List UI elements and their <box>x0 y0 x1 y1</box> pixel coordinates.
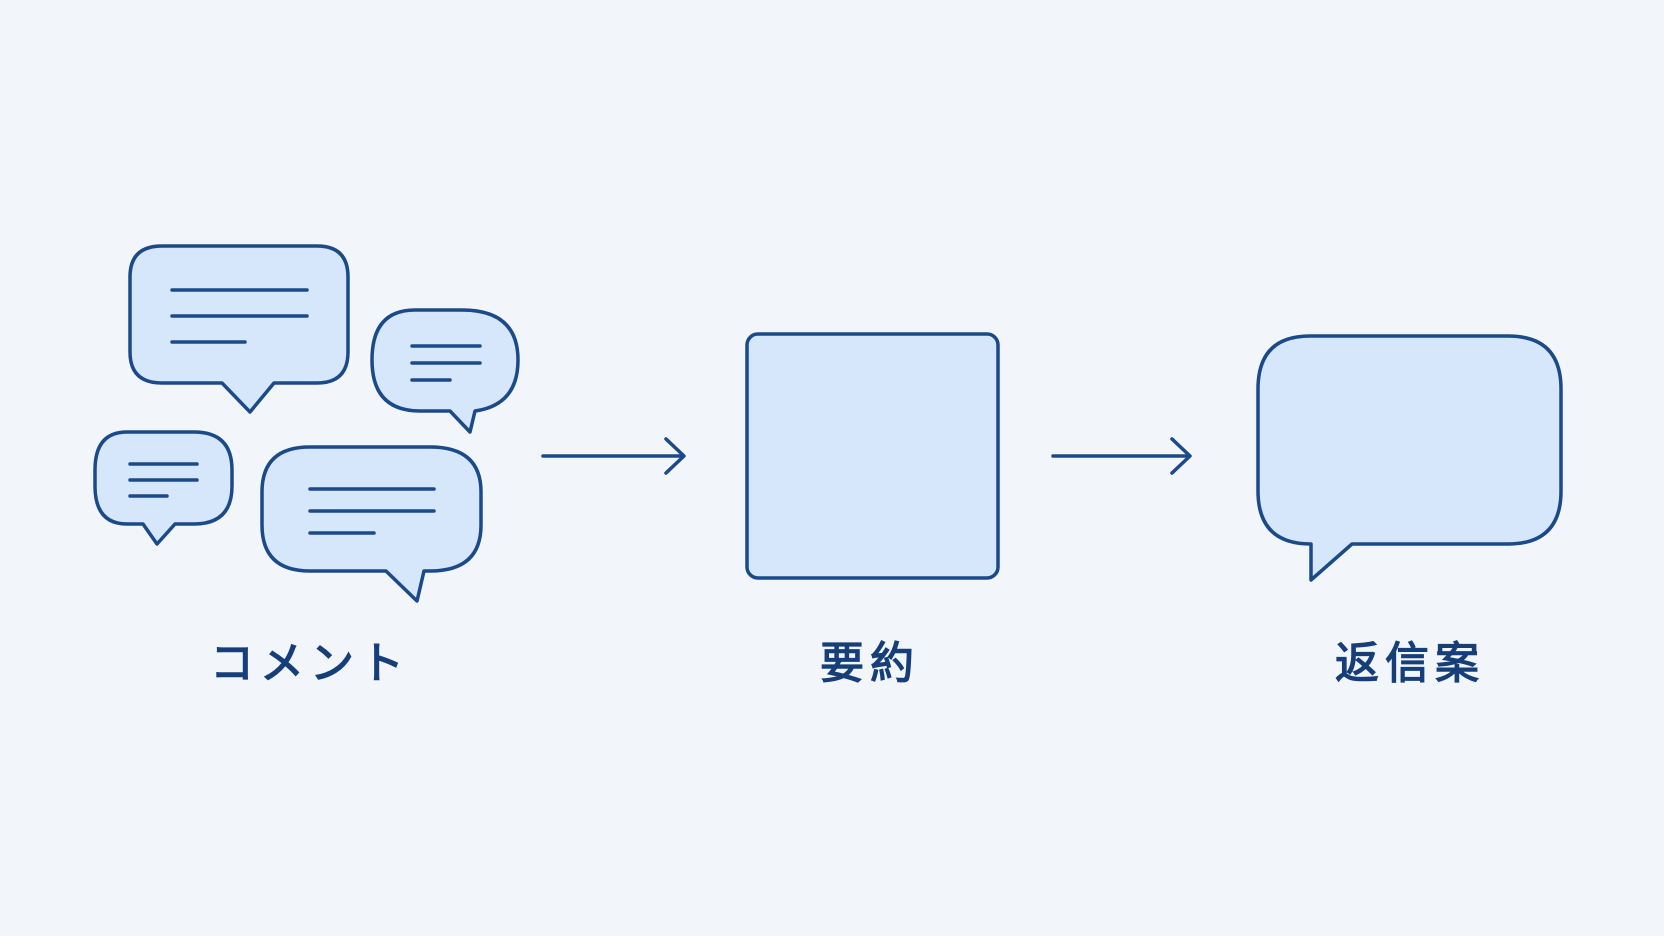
arrow-right-icon <box>1051 437 1192 475</box>
summary-box-icon <box>745 332 1000 580</box>
arrow-right-icon <box>541 437 686 475</box>
comment-bubble-1 <box>128 244 350 414</box>
speech-bubbles-icon <box>93 244 520 603</box>
comment-bubble-2 <box>370 308 520 434</box>
comment-bubble-3 <box>93 430 234 546</box>
step-label-reply: 返信案 <box>1335 638 1485 689</box>
reply-bubble-icon <box>1256 334 1563 582</box>
step-label-summary: 要約 <box>820 638 920 689</box>
comment-bubble-4 <box>260 445 483 603</box>
step-label-comments: コメント <box>210 638 410 689</box>
